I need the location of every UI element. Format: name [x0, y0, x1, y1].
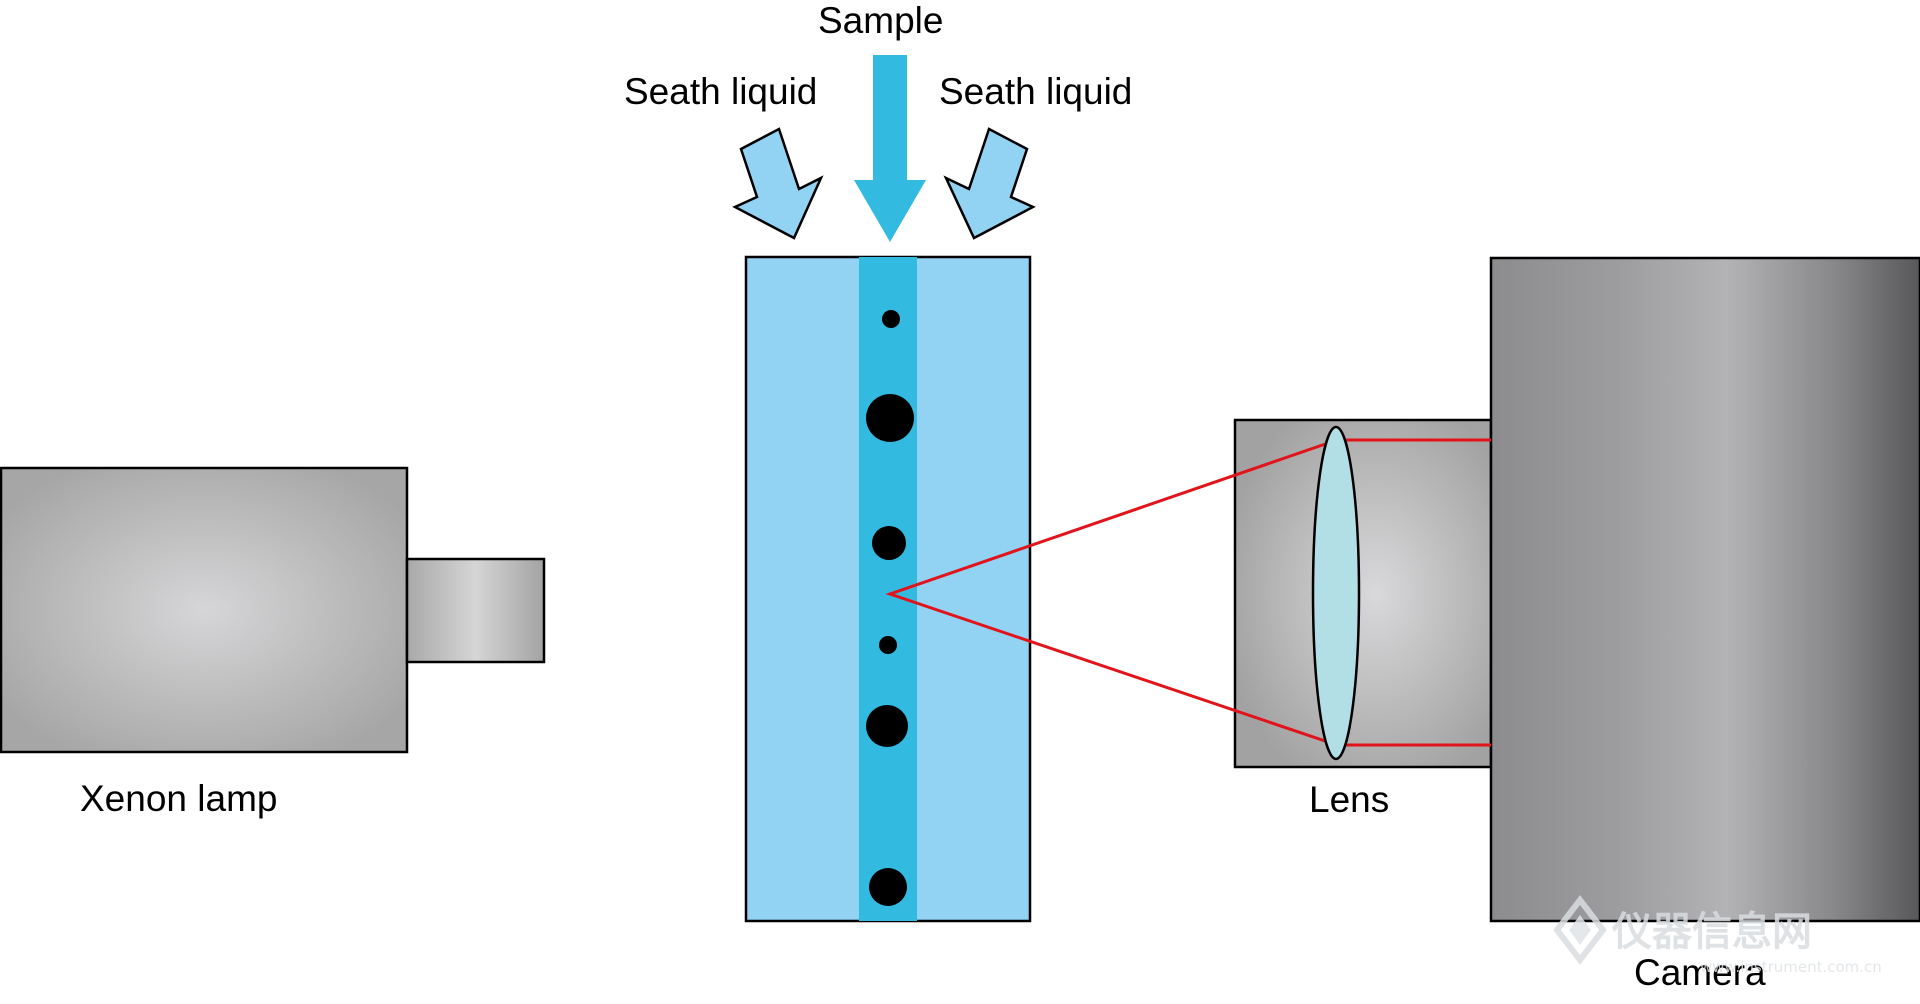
sheath-arrow-left [732, 127, 824, 240]
particle [879, 636, 897, 654]
flow-cell [744, 255, 1032, 923]
sample-label: Sample [818, 0, 943, 41]
watermark: 仪器信息网 www.instrument.com.cn [1553, 895, 1882, 976]
watermark-logo-icon [1553, 895, 1607, 965]
watermark-text: 仪器信息网 [1611, 909, 1812, 955]
lens-glass [1311, 425, 1361, 761]
watermark-subtext: www.instrument.com.cn [1700, 958, 1882, 976]
light-path [885, 438, 1491, 747]
sheath-arrow-right [943, 127, 1036, 240]
xenon-lamp [0, 466, 546, 754]
camera-label: Camera [1634, 952, 1766, 993]
lens-label: Lens [1309, 779, 1389, 820]
sheath-label-right: Seath liquid [939, 71, 1132, 112]
sample-arrow [854, 55, 926, 242]
particle [869, 868, 907, 906]
camera-body [1489, 256, 1920, 923]
particle [872, 526, 906, 560]
particle [882, 310, 900, 328]
xenon-lamp-body [0, 466, 409, 754]
sheath-label-left: Seath liquid [624, 71, 817, 112]
xenon-lamp-nozzle [405, 557, 546, 664]
particle [866, 394, 914, 442]
lens-housing [1233, 418, 1493, 769]
xenon-lamp-label: Xenon lamp [80, 778, 277, 819]
particle [866, 705, 908, 747]
